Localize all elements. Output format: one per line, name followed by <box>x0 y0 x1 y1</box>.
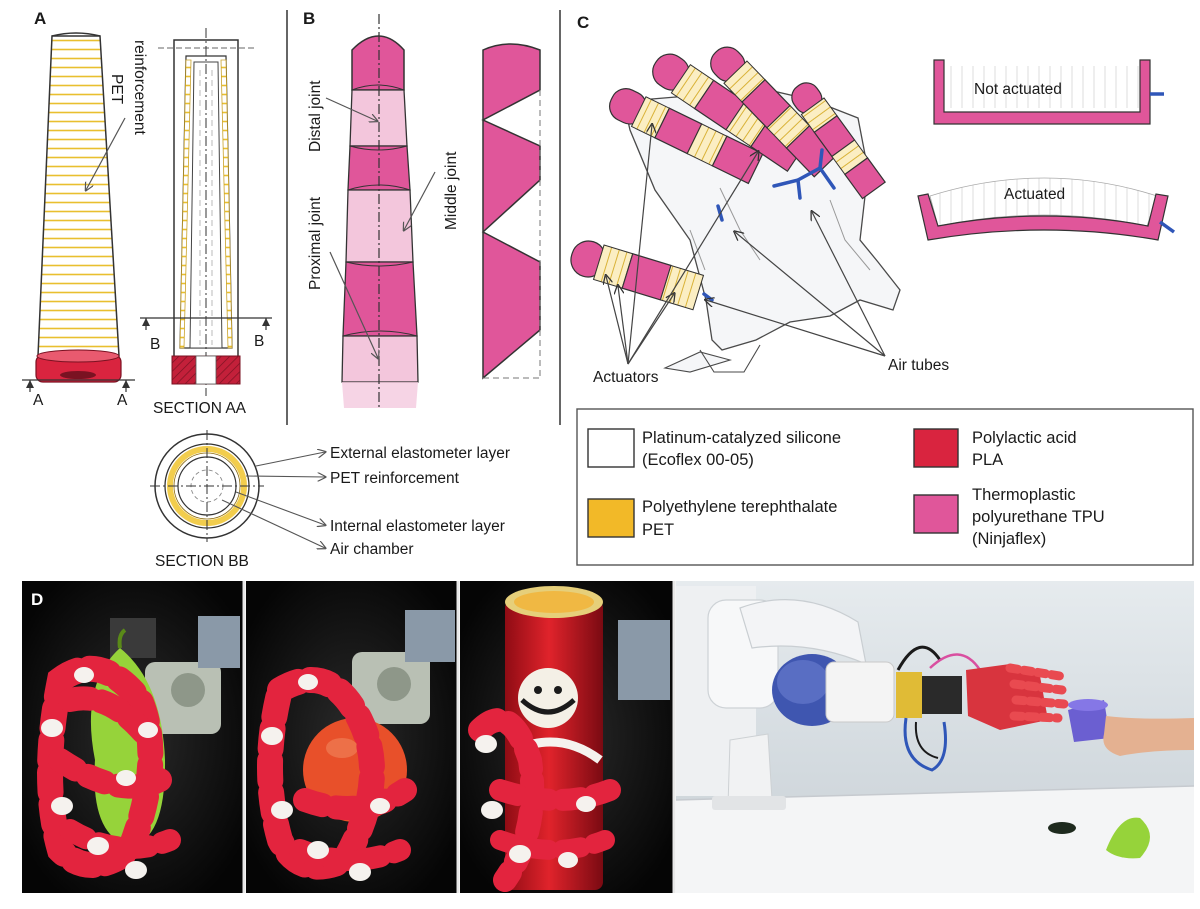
finger-tapered-view <box>22 32 135 392</box>
section-aa-drawing <box>140 28 272 396</box>
legend-tpu-line2: polyurethane TPU <box>972 508 1105 526</box>
actuators-label: Actuators <box>593 369 659 386</box>
finger-joint-diagram <box>341 14 419 408</box>
panel-c-label: C <box>577 13 589 32</box>
legend-silicone-line2: (Ecoflex 00-05) <box>642 451 754 469</box>
section-bb: SECTION BB External elastometer layer PE… <box>150 430 510 570</box>
legend-pla-line2: PLA <box>972 451 1003 469</box>
section-mark-a-right: A <box>117 392 128 409</box>
section-bb-title: SECTION BB <box>155 553 249 570</box>
air-tubes-label: Air tubes <box>888 357 949 374</box>
finger-side-profile <box>481 43 541 380</box>
photo-robot-arm-handover <box>675 581 1195 893</box>
panel-a-label: A <box>34 9 46 28</box>
section-aa-title: SECTION AA <box>153 400 247 417</box>
panel-a: A A A PET reinforcement <box>22 9 272 417</box>
pet-label-line1: PET <box>108 74 125 105</box>
legend-pet-line1: Polyethylene terephthalate <box>642 498 837 516</box>
air-chamber-label: Air chamber <box>330 541 414 558</box>
actuated-schematic <box>917 177 1176 241</box>
swatch-pla <box>913 428 959 468</box>
legend-pet-line2: PET <box>642 521 674 539</box>
not-actuated-schematic <box>933 59 1164 125</box>
section-mark-b-left: B <box>150 336 160 353</box>
external-layer-label: External elastometer layer <box>330 445 510 462</box>
pet-label-line2: reinforcement <box>131 40 148 135</box>
legend-silicone-line1: Platinum-catalyzed silicone <box>642 429 841 447</box>
proximal-joint-label: Proximal joint <box>307 196 324 290</box>
legend-tpu-line1: Thermoplastic <box>972 486 1076 504</box>
swatch-tpu <box>913 494 959 534</box>
legend-tpu-line3: (Ninjaflex) <box>972 530 1046 548</box>
distal-joint-label: Distal joint <box>307 80 324 152</box>
panel-d-label: D <box>31 590 43 609</box>
air-tube-arrows <box>706 212 886 357</box>
hand-drawing <box>570 46 901 373</box>
actuator-arrows <box>606 125 758 365</box>
swatch-pet <box>587 498 635 538</box>
section-mark-b-right: B <box>254 333 264 350</box>
internal-layer-label: Internal elastometer layer <box>330 518 505 535</box>
middle-joint-label: Middle joint <box>443 151 460 230</box>
actuated-label: Actuated <box>1004 186 1065 203</box>
photo-grasp-tomato <box>246 581 458 893</box>
pet-arrow <box>86 117 126 190</box>
legend-pla-line1: Polylactic acid <box>972 429 1077 447</box>
photo-grasp-pear <box>22 581 244 893</box>
not-actuated-label: Not actuated <box>974 81 1062 98</box>
panel-b-label: B <box>303 9 315 28</box>
pet-reinforcement-label: PET reinforcement <box>330 470 460 487</box>
panel-b: B Distal joint Proximal joint Middle joi… <box>303 9 541 408</box>
section-bb-drawing <box>150 430 264 542</box>
swatch-silicone <box>587 428 635 468</box>
material-legend: Platinum-catalyzed silicone (Ecoflex 00-… <box>576 408 1194 566</box>
section-mark-a-left: A <box>33 392 44 409</box>
panel-c: C <box>570 13 1176 386</box>
panel-d: D <box>22 581 1195 893</box>
photo-grasp-can <box>460 581 674 893</box>
